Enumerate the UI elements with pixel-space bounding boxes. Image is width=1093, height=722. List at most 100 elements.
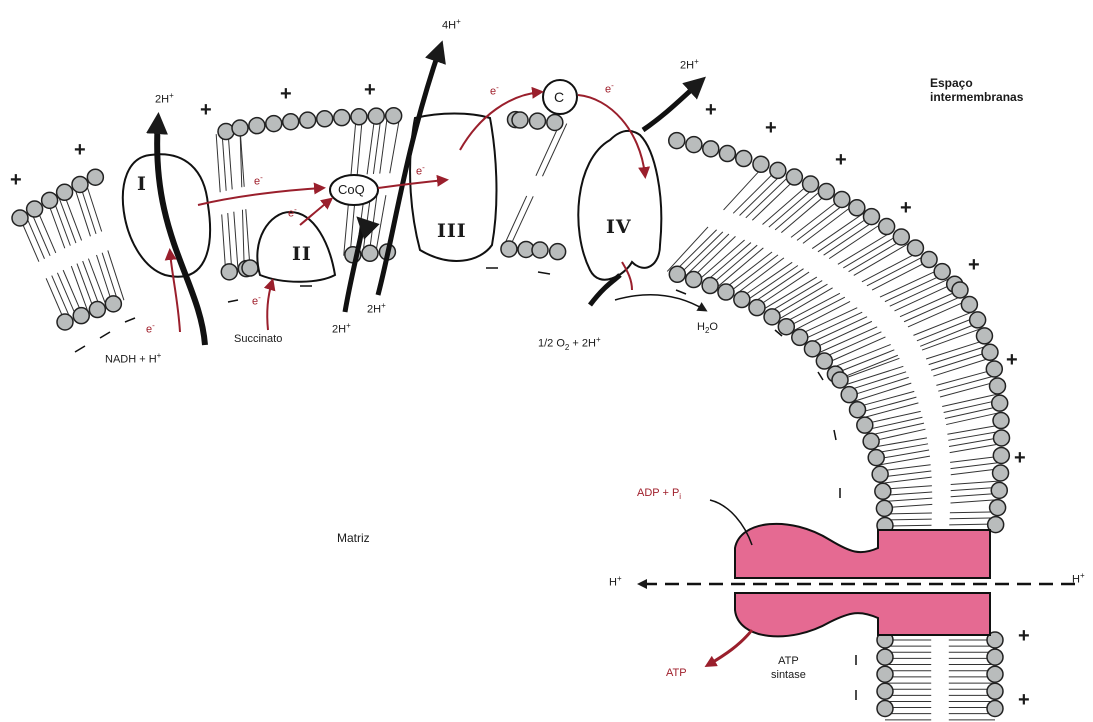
lipid-head xyxy=(362,245,378,261)
lipid-tail xyxy=(108,250,124,300)
proton-label-2h-matrix-a: 2H+ xyxy=(332,322,351,336)
complex-i-label: I xyxy=(137,175,147,194)
lipid-head xyxy=(501,241,517,257)
lipid-head xyxy=(982,344,998,360)
cytochrome-c-label: C xyxy=(554,90,564,104)
electron-arrow-i-coq xyxy=(198,188,322,205)
lipid-head xyxy=(857,417,873,433)
lipid-tail xyxy=(859,397,916,413)
electron-label: e- xyxy=(605,82,614,96)
lipid-head xyxy=(849,200,865,216)
lipid-head xyxy=(987,700,1003,716)
lipid-head xyxy=(718,284,734,300)
lipid-head xyxy=(834,191,850,207)
oxygen-label: 1/2 O2 + 2H+ xyxy=(538,336,601,352)
plus-sign: + xyxy=(74,140,86,160)
lipid-head xyxy=(803,176,819,192)
lipid-head xyxy=(990,378,1006,394)
lipid-tail xyxy=(818,216,871,252)
lipid-head xyxy=(818,184,834,200)
lipid-head xyxy=(89,302,105,318)
lipid-tail xyxy=(835,350,894,374)
lipid-head xyxy=(334,110,350,126)
lipid-tail xyxy=(880,269,940,297)
coq-label: CoQ xyxy=(338,183,365,196)
lipid-tail xyxy=(246,209,250,268)
lipid-tail xyxy=(951,481,1000,484)
lipid-head xyxy=(232,120,248,136)
lipid-head xyxy=(992,395,1008,411)
lipid-head xyxy=(987,649,1003,665)
electron-label: e- xyxy=(252,294,261,308)
lipid-head xyxy=(703,141,719,157)
lipid-head xyxy=(702,278,718,294)
lipid-tail xyxy=(797,202,847,240)
lipid-tail xyxy=(679,232,723,275)
lipid-tail xyxy=(542,124,566,177)
plus-sign: + xyxy=(1018,690,1030,710)
lipid-head xyxy=(73,308,89,324)
lipid-head xyxy=(986,361,1002,377)
lipid-tail xyxy=(762,277,817,310)
lipid-tail xyxy=(882,477,932,483)
proton-arrow-complex-iv-out xyxy=(643,82,700,130)
lipid-head xyxy=(863,433,879,449)
lipid-tail xyxy=(817,327,877,354)
lipid-head xyxy=(877,683,893,699)
proton-arrow-complex-iii-a xyxy=(345,222,362,312)
lipid-head xyxy=(736,151,752,167)
lipid-head xyxy=(529,113,545,129)
plus-sign: + xyxy=(1018,626,1030,646)
lipid-tail xyxy=(872,260,930,290)
lipid-tail xyxy=(904,295,964,321)
lipid-head xyxy=(841,387,857,403)
lipid-head xyxy=(105,296,121,312)
lipid-head xyxy=(12,210,28,226)
lipid-head xyxy=(242,260,258,276)
lipid-head xyxy=(877,649,893,665)
lipid-tail xyxy=(728,255,778,293)
lipid-tail xyxy=(222,214,226,272)
lipid-head xyxy=(300,112,316,128)
lipid-head xyxy=(786,169,802,185)
lipid-head xyxy=(993,447,1009,463)
plus-sign: + xyxy=(835,150,847,170)
electron-label: e- xyxy=(288,206,297,220)
proton-label-2h-complex-i: 2H+ xyxy=(155,92,174,106)
lipid-head xyxy=(547,114,563,130)
lipid-head xyxy=(734,292,750,308)
lipid-head xyxy=(669,133,685,149)
lipid-head xyxy=(907,240,923,256)
lipid-head xyxy=(778,319,794,335)
lipid-tail xyxy=(867,256,925,286)
proton-label-2h-matrix-b: 2H+ xyxy=(367,302,386,316)
lipid-head xyxy=(877,700,893,716)
lipid-tail xyxy=(746,175,790,218)
lipid-head xyxy=(875,483,891,499)
plus-sign: + xyxy=(280,84,292,104)
plus-sign: + xyxy=(765,118,777,138)
lipid-head xyxy=(770,162,786,178)
lipid-head xyxy=(921,252,937,268)
lipid-head xyxy=(87,169,103,185)
lipid-head xyxy=(993,413,1009,429)
lipid-tail xyxy=(716,248,763,288)
lipid-tail xyxy=(869,423,924,435)
lipid-head xyxy=(804,341,820,357)
lipid-tail xyxy=(787,297,845,327)
lipid-head xyxy=(221,264,237,280)
lipid-head xyxy=(57,314,73,330)
electron-label: e- xyxy=(254,174,263,188)
lipid-tail xyxy=(751,269,804,305)
lipid-tail xyxy=(745,265,798,301)
complex-iii-label: III xyxy=(437,222,467,241)
lipid-tail xyxy=(884,498,932,501)
lipid-tail xyxy=(913,312,973,336)
lipid-head xyxy=(266,116,282,132)
lipid-tail xyxy=(885,513,932,514)
lipid-tail xyxy=(824,220,877,256)
lipid-tail xyxy=(917,317,976,341)
lipid-head xyxy=(879,219,895,235)
